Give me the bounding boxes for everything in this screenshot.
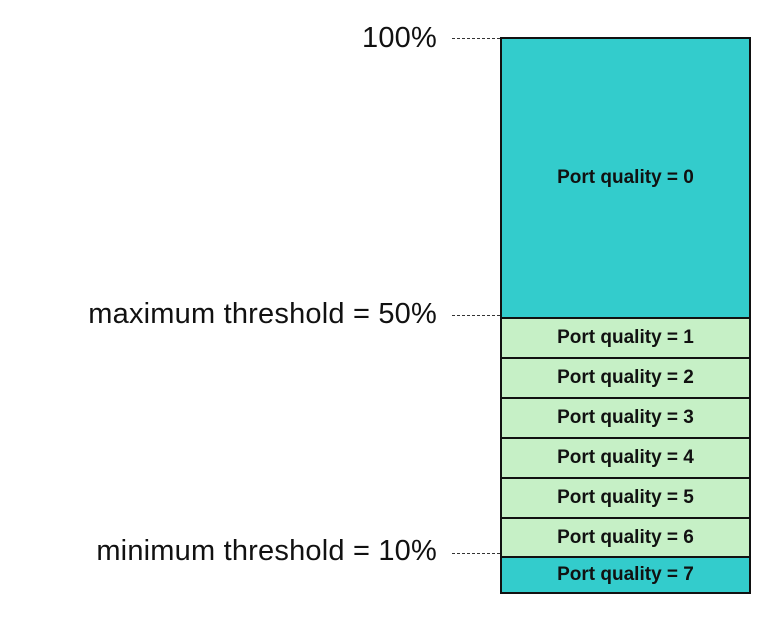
segment-quality-0: Port quality = 0 [502,39,749,317]
segment-quality-7: Port quality = 7 [502,556,749,592]
marker-line-min-threshold [452,553,500,554]
segment-quality-1: Port quality = 1 [502,317,749,357]
segment-quality-6: Port quality = 6 [502,517,749,556]
segment-quality-5: Port quality = 5 [502,477,749,517]
marker-line-max-threshold [452,315,500,316]
segment-quality-4: Port quality = 4 [502,437,749,477]
marker-label-max-threshold: maximum threshold = 50% [88,298,437,330]
marker-line-100 [452,38,500,39]
segment-quality-2: Port quality = 2 [502,357,749,397]
marker-label-100: 100% [362,22,437,54]
segment-quality-3: Port quality = 3 [502,397,749,437]
marker-label-min-threshold: minimum threshold = 10% [96,535,437,567]
quality-stack: Port quality = 0 Port quality = 1 Port q… [500,37,751,594]
